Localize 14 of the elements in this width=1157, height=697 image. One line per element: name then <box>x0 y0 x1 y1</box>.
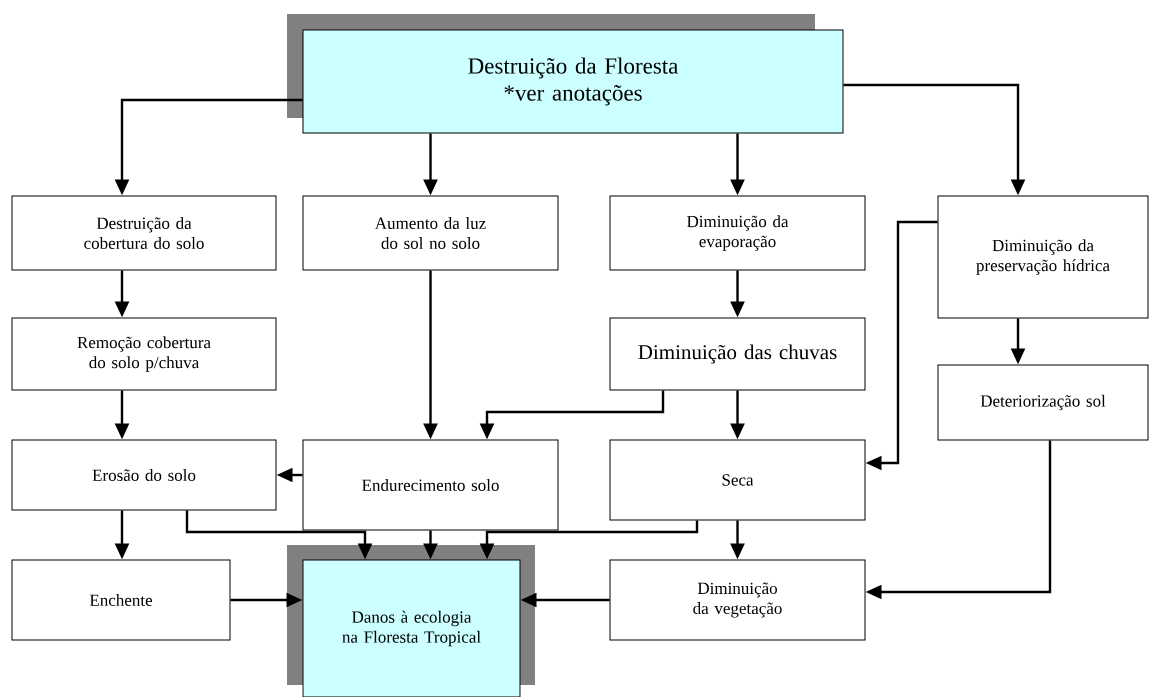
process-box: Erosão do solo <box>11 439 277 511</box>
process-box: Diminuição da vegetação <box>609 559 866 641</box>
process-box: Destruição da Floresta *ver anotações <box>302 29 844 134</box>
process-box: Remoção cobertura do solo p/chuva <box>11 317 277 391</box>
process-box: Destruição da cobertura do solo <box>11 195 277 271</box>
process-box: Endurecimento solo <box>302 439 559 531</box>
process-box: Diminuição das chuvas <box>609 317 866 391</box>
process-box: Diminuição da evaporação <box>609 195 866 271</box>
process-box: Aumento da luz do sol no solo <box>302 195 559 271</box>
process-box: Deteriorização sol <box>937 364 1149 441</box>
process-box: Enchente <box>11 559 231 641</box>
process-box: Diminuição da preservação hídrica <box>937 195 1149 319</box>
process-box: Seca <box>609 439 866 521</box>
process-box: Danos à ecologia na Floresta Tropical <box>302 559 521 697</box>
